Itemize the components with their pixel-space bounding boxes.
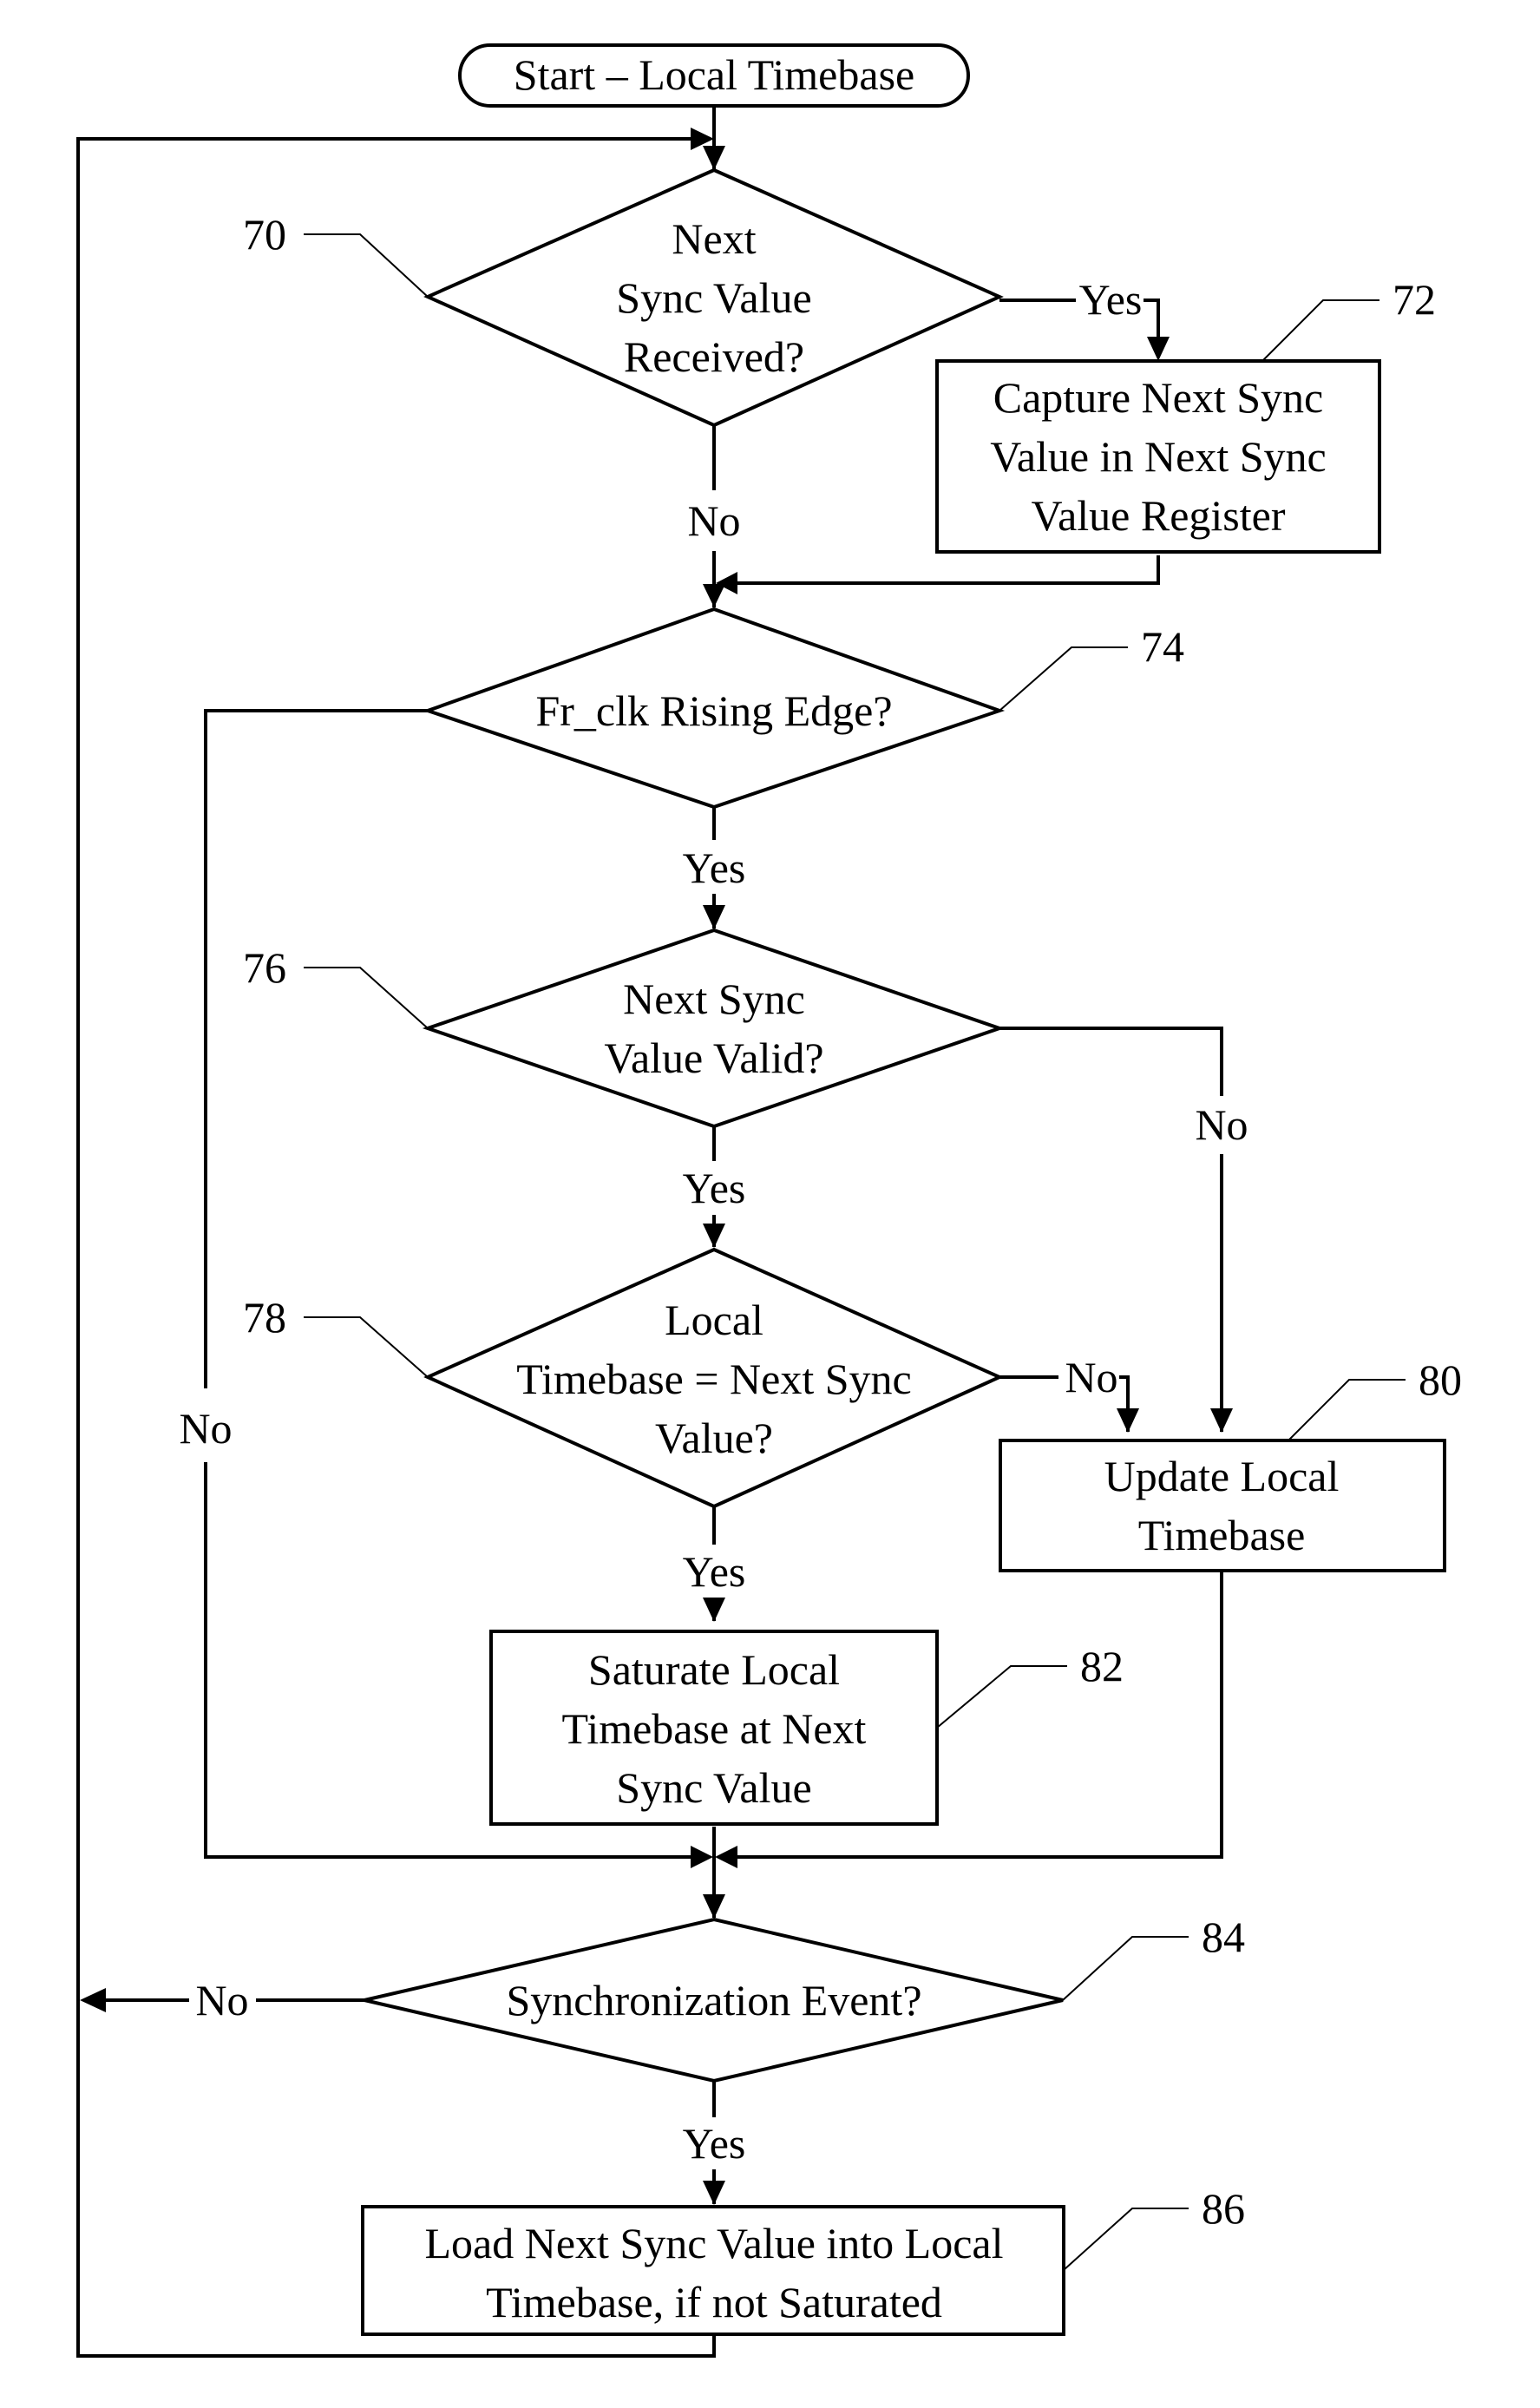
- ref-78: 78: [243, 1293, 286, 1342]
- ref-86: 86: [1202, 2184, 1245, 2233]
- edge-76-yes-label: Yes: [683, 1164, 746, 1212]
- decision-78-line-3: Value?: [655, 1414, 773, 1462]
- edge-70-no-label: No: [687, 496, 740, 545]
- decision-70-line-3: Received?: [624, 332, 804, 381]
- process-80-line-1: Update Local: [1104, 1452, 1340, 1500]
- leader-86: [1064, 2208, 1189, 2270]
- ref-74: 74: [1141, 622, 1184, 671]
- process-82-line-1: Saturate Local: [588, 1645, 840, 1694]
- process-86-line-2: Timebase, if not Saturated: [486, 2278, 942, 2326]
- edge-84-no-label: No: [195, 1976, 248, 2024]
- process-80-line-2: Timebase: [1138, 1511, 1306, 1559]
- arrowhead-into-80-from-78: [1117, 1408, 1139, 1433]
- arrowhead-into-72: [1147, 337, 1170, 361]
- decision-70-line-1: Next: [672, 214, 756, 263]
- process-86-line-1: Load Next Sync Value into Local: [425, 2219, 1004, 2267]
- ref-72: 72: [1393, 275, 1436, 324]
- arrowhead-merge-from-right: [715, 1846, 737, 1868]
- leader-70: [304, 234, 428, 297]
- arrowhead-84-no-left: [80, 1988, 106, 2012]
- decision-76-line-1: Next Sync: [623, 974, 805, 1023]
- decision-78-line-2: Timebase = Next Sync: [516, 1355, 912, 1403]
- ref-70: 70: [243, 210, 286, 259]
- edge-70-yes-label: Yes: [1079, 275, 1143, 324]
- decision-70-line-2: Sync Value: [616, 273, 811, 322]
- leader-84: [1063, 1937, 1189, 2000]
- process-82-line-2: Timebase at Next: [562, 1704, 867, 1753]
- edge-78-yes-label: Yes: [683, 1547, 746, 1596]
- edge-78-no-label: No: [1065, 1353, 1117, 1401]
- arrowhead-into-76: [703, 905, 725, 929]
- arrowhead-into-80-from-76: [1210, 1408, 1233, 1433]
- connector-74-no-upper: [206, 711, 428, 1388]
- ref-84: 84: [1202, 1913, 1245, 1961]
- connector-76-no-upper: [999, 1028, 1222, 1096]
- arrowhead-into-82: [703, 1598, 725, 1622]
- arrowhead-merge-from-left: [691, 1846, 713, 1868]
- start-label: Start – Local Timebase: [514, 50, 914, 99]
- leader-76: [304, 968, 428, 1028]
- node-labels: Start – Local Timebase Next Sync Value R…: [425, 50, 1340, 2326]
- edge-84-yes-label: Yes: [683, 2119, 746, 2168]
- leader-74: [999, 647, 1128, 711]
- process-72-line-1: Capture Next Sync: [993, 373, 1323, 422]
- edge-74-no-label: No: [179, 1404, 232, 1453]
- leader-80: [1288, 1380, 1406, 1440]
- arrowhead-into-70: [703, 146, 725, 170]
- ref-76: 76: [243, 943, 286, 992]
- leader-72: [1262, 300, 1379, 361]
- decision-76: [428, 930, 999, 1126]
- connector-72-to-74: [729, 555, 1158, 583]
- arrowhead-into-78: [703, 1224, 725, 1248]
- process-82-line-3: Sync Value: [616, 1763, 811, 1812]
- leader-82: [937, 1666, 1067, 1728]
- leader-78: [304, 1317, 428, 1377]
- decision-84-line-1: Synchronization Event?: [506, 1976, 921, 2024]
- edge-74-yes-label: Yes: [683, 843, 746, 892]
- arrowhead-into-74-from-top: [703, 584, 725, 607]
- ref-82: 82: [1080, 1642, 1124, 1690]
- decision-76-line-2: Value Valid?: [604, 1033, 823, 1082]
- ref-80: 80: [1419, 1355, 1462, 1404]
- arrowhead-into-86: [703, 2181, 725, 2205]
- process-72-line-3: Value Register: [1032, 491, 1286, 540]
- edge-76-no-label: No: [1195, 1100, 1248, 1149]
- decision-78-line-1: Local: [665, 1296, 763, 1344]
- process-72-line-2: Value in Next Sync: [990, 432, 1326, 481]
- arrowhead-into-84: [703, 1894, 725, 1919]
- decision-74-line-1: Fr_clk Rising Edge?: [535, 686, 892, 735]
